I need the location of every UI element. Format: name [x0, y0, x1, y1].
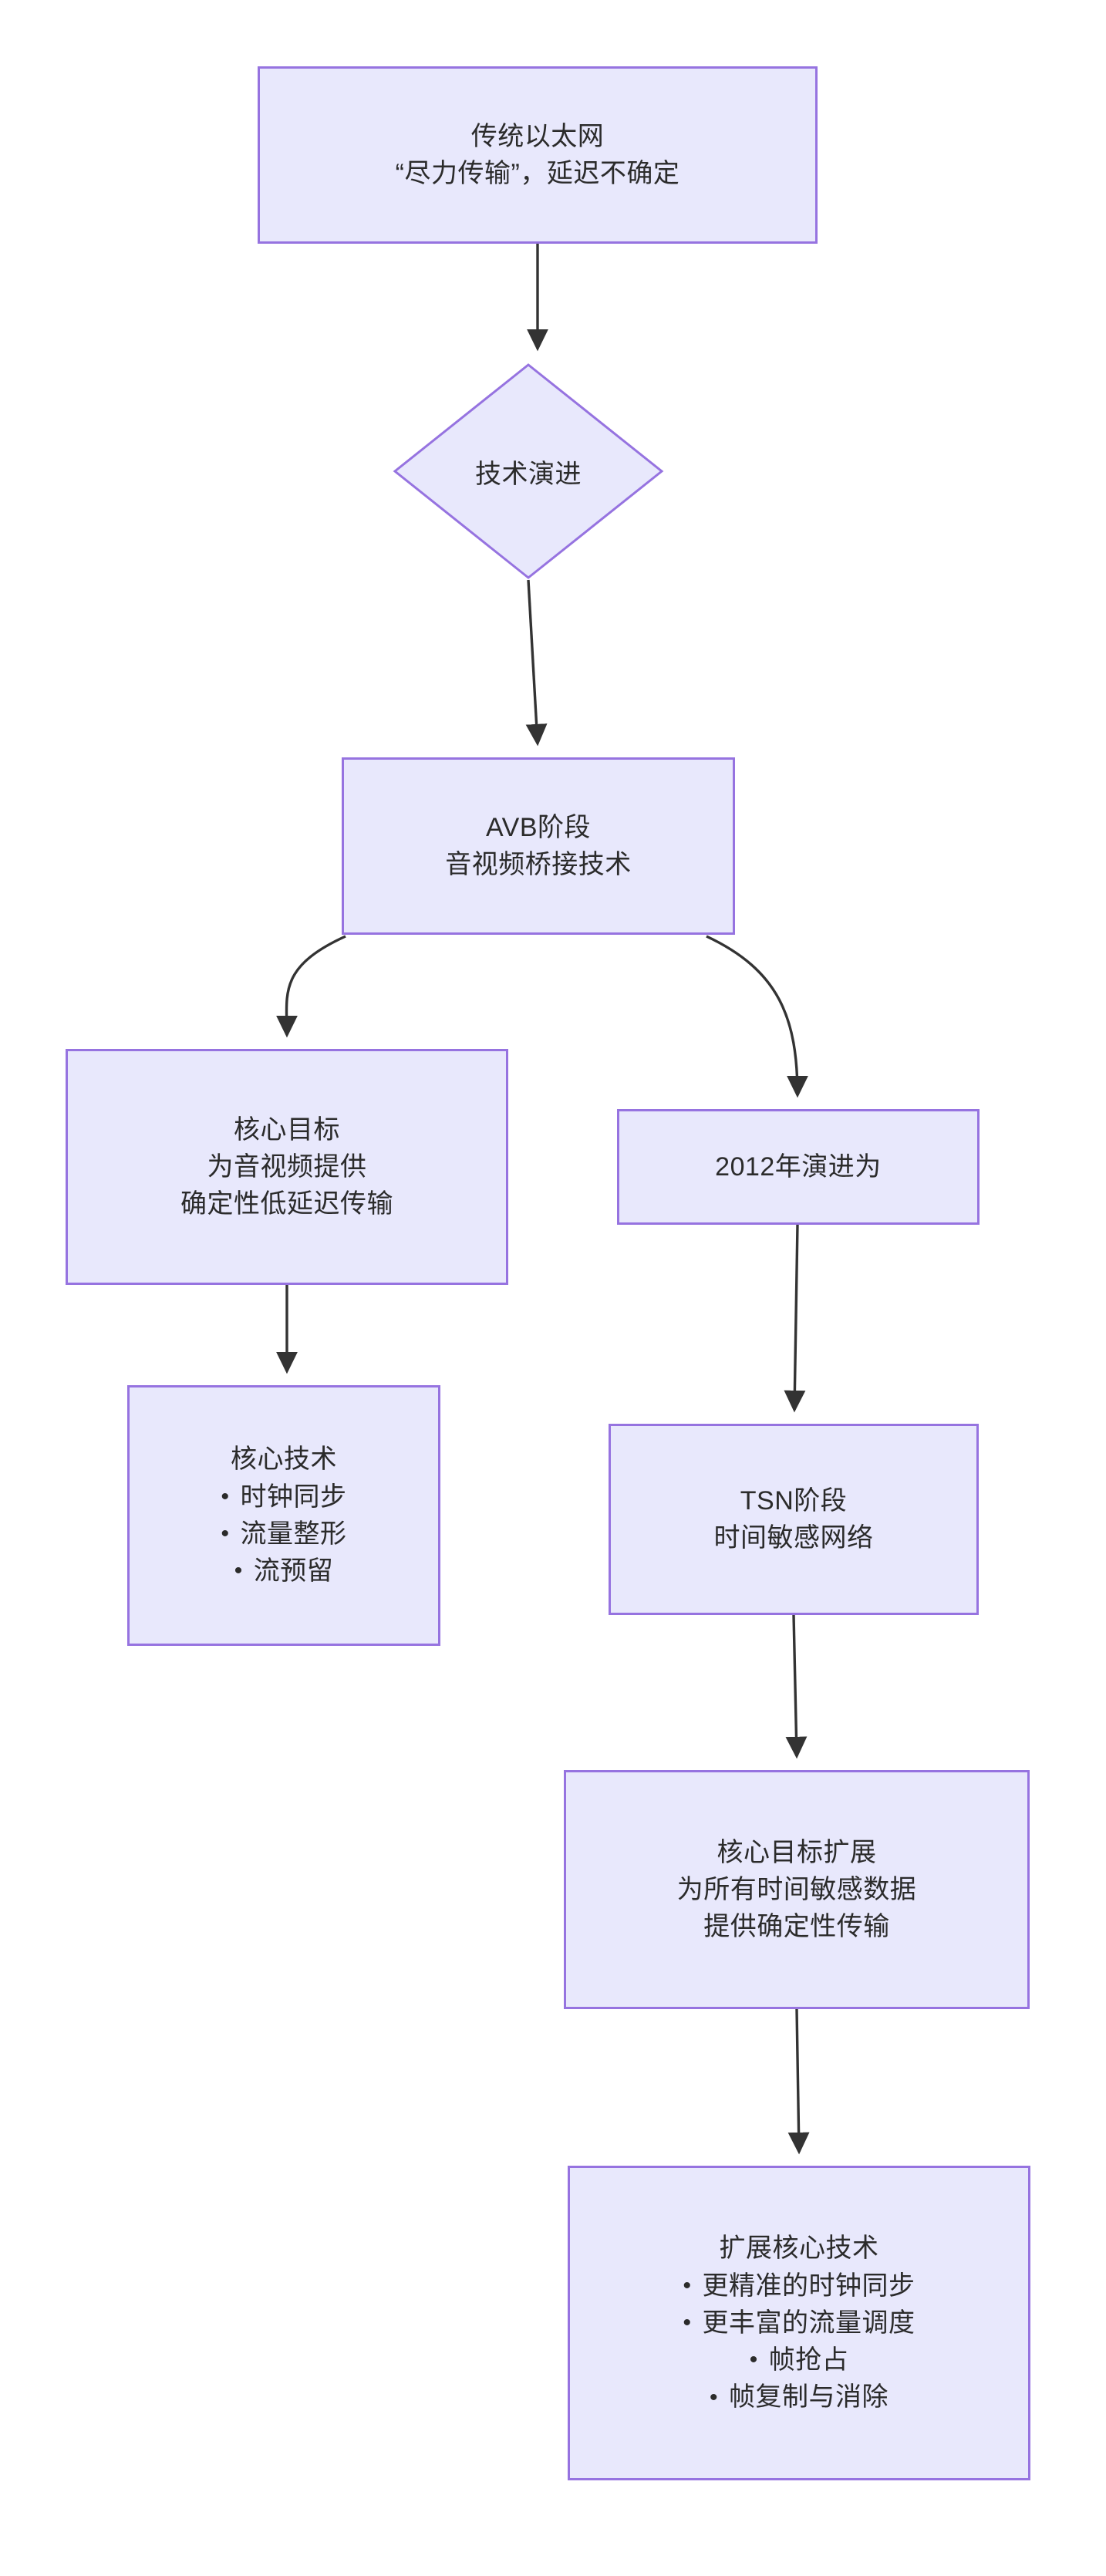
- node-evolved-2012[interactable]: 2012年演进为: [617, 1109, 980, 1225]
- node-avb-core-tech-bullet-2: 流预留: [234, 1553, 334, 1590]
- node-tsn-stage[interactable]: TSN阶段 时间敏感网络: [609, 1424, 979, 1615]
- node-tsn-core-goal-line-1: 为所有时间敏感数据: [676, 1874, 917, 1904]
- node-legacy-ethernet-line-0: 传统以太网: [470, 121, 605, 151]
- edge-avb-to-2012: [706, 935, 808, 1098]
- node-tsn-core-goal-line-2: 提供确定性传输: [703, 1912, 890, 1942]
- node-tech-evolution[interactable]: 技术演进: [393, 362, 664, 580]
- edge-2012-to-tsn: [784, 1224, 806, 1413]
- node-tsn-stage-line-1: 时间敏感网络: [713, 1523, 874, 1553]
- node-avb-stage-line-0: AVB阶段: [485, 812, 591, 842]
- node-avb-stage-line-1: 音视频桥接技术: [445, 850, 632, 879]
- node-evolved-2012-line-0: 2012年演进为: [715, 1151, 882, 1182]
- node-tsn-core-goal[interactable]: 核心目标扩展 为所有时间敏感数据 提供确定性传输: [564, 1770, 1030, 2009]
- node-tsn-core-tech-bullet-1: 更丰富的流量调度: [683, 2305, 915, 2342]
- node-avb-core-tech[interactable]: 核心技术 时钟同步 流量整形 流预留: [127, 1385, 440, 1646]
- edge-tsn-goal-to-core-tech: [787, 2008, 810, 2155]
- node-tsn-core-tech[interactable]: 扩展核心技术 更精准的时钟同步 更丰富的流量调度 帧抢占 帧复制与消除: [568, 2166, 1030, 2480]
- edge-evolution-to-avb: [525, 579, 548, 747]
- node-avb-core-tech-bullet-1: 流量整形: [221, 1516, 346, 1553]
- node-tsn-core-tech-line-0: 扩展核心技术: [719, 2234, 879, 2264]
- node-avb-core-goal-line-1: 为音视频提供: [207, 1151, 367, 1182]
- node-avb-core-goal[interactable]: 核心目标 为音视频提供 确定性低延迟传输: [66, 1049, 508, 1285]
- node-avb-core-goal-line-2: 确定性低延迟传输: [180, 1189, 393, 1219]
- node-tsn-core-tech-bullet-2: 帧抢占: [750, 2342, 849, 2379]
- node-tsn-core-tech-bullet-0: 更精准的时钟同步: [683, 2267, 915, 2305]
- node-tsn-core-goal-line-0: 核心目标扩展: [717, 1837, 877, 1867]
- node-avb-stage[interactable]: AVB阶段 音视频桥接技术: [342, 757, 735, 935]
- node-avb-core-tech-bullet-0: 时钟同步: [221, 1479, 346, 1516]
- node-tech-evolution-label: 技术演进: [475, 459, 582, 489]
- node-legacy-ethernet-line-1: “尽力传输”，延迟不确定: [395, 159, 680, 188]
- node-tsn-core-tech-bullet-3: 帧复制与消除: [710, 2379, 889, 2416]
- node-avb-core-tech-line-0: 核心技术: [231, 1445, 337, 1475]
- edge-avb-to-core-goal: [276, 935, 346, 1038]
- node-avb-core-goal-line-0: 核心目标: [234, 1114, 340, 1145]
- diamond-shape: [393, 363, 664, 579]
- edge-tsn-to-core-goal: [785, 1614, 808, 1759]
- node-tsn-stage-line-0: TSN阶段: [740, 1485, 848, 1516]
- node-legacy-ethernet[interactable]: 传统以太网 “尽力传输”，延迟不确定: [258, 66, 818, 244]
